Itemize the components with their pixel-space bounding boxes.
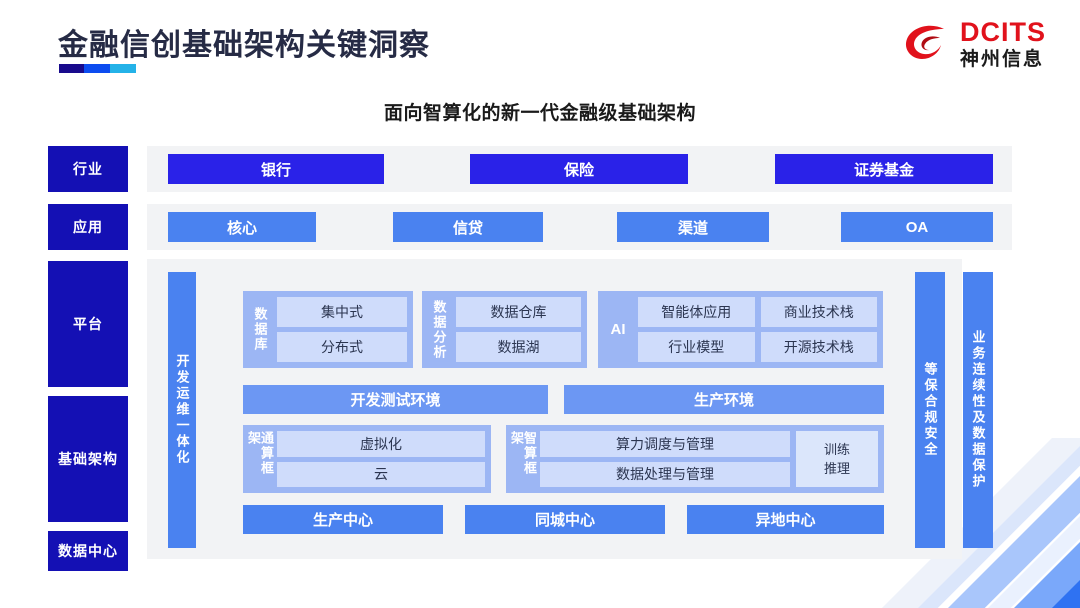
general-compute-cell-cloud[interactable]: 云 bbox=[277, 461, 485, 487]
ai-cell-industry-model[interactable]: 行业模型 bbox=[638, 332, 755, 362]
layer-label-datacenter: 数据中心 bbox=[48, 531, 128, 571]
industry-block-insurance[interactable]: 保险 bbox=[470, 154, 688, 184]
accent-segment-3 bbox=[110, 64, 136, 73]
general-compute-cell-virtualization[interactable]: 虚拟化 bbox=[277, 431, 485, 457]
layer-label-platform: 平台 bbox=[48, 261, 128, 387]
environment-bar-production[interactable]: 生产环境 bbox=[564, 385, 884, 414]
ai-cell-opensource-stack[interactable]: 开源技术栈 bbox=[760, 332, 877, 362]
data-analysis-cell-warehouse[interactable]: 数据仓库 bbox=[456, 297, 581, 327]
brand-logo: DCITS 神州信息 bbox=[900, 18, 1046, 70]
datacenter-bar-metro[interactable]: 同城中心 bbox=[465, 505, 665, 534]
application-block-core[interactable]: 核心 bbox=[168, 212, 316, 242]
infer-label: 推理 bbox=[823, 461, 850, 476]
datacenter-bar-remote[interactable]: 异地中心 bbox=[687, 505, 884, 534]
logo-text-cn: 神州信息 bbox=[960, 49, 1045, 70]
page-title: 金融信创基础架构关键洞察 bbox=[58, 29, 430, 62]
accent-segment-1 bbox=[59, 64, 84, 73]
dcits-swirl-icon bbox=[900, 18, 952, 70]
group-tag-data-analysis: 数据分析 bbox=[431, 299, 447, 360]
group-tag-database: 数据库 bbox=[252, 307, 268, 352]
ai-cell-commercial-stack[interactable]: 商业技术栈 bbox=[760, 297, 877, 327]
logo-text-en: DCITS bbox=[960, 17, 1046, 47]
application-block-channel[interactable]: 渠道 bbox=[617, 212, 769, 242]
platform-group-database: 数据库 集中式 分布式 bbox=[243, 291, 413, 368]
train-label: 训练 bbox=[823, 441, 850, 457]
data-analysis-cell-lake[interactable]: 数据湖 bbox=[456, 332, 581, 362]
group-tag-ai: AI bbox=[610, 321, 626, 338]
environment-bar-dev-test[interactable]: 开发测试环境 bbox=[243, 385, 548, 414]
group-tag-general-compute: 通算框架 bbox=[246, 431, 274, 476]
datacenter-bar-production[interactable]: 生产中心 bbox=[243, 505, 443, 534]
database-cell-centralized[interactable]: 集中式 bbox=[277, 297, 407, 327]
devops-vertical-bar[interactable]: 开发运维一体化 bbox=[168, 272, 196, 548]
intelligent-compute-cell-data-processing[interactable]: 数据处理与管理 bbox=[540, 461, 790, 487]
platform-group-ai: AI 智能体应用 行业模型 商业技术栈 开源技术栈 bbox=[598, 291, 883, 368]
industry-block-securities-fund[interactable]: 证券基金 bbox=[775, 154, 993, 184]
group-tag-intelligent-compute: 智算框架 bbox=[509, 431, 537, 476]
page-subtitle: 面向智算化的新一代金融级基础架构 bbox=[383, 103, 696, 124]
intelligent-compute-cell-train-infer[interactable]: 训练 推理 bbox=[796, 431, 878, 487]
layer-label-infrastructure: 基础架构 bbox=[48, 396, 128, 522]
platform-group-data-analysis: 数据分析 数据仓库 数据湖 bbox=[422, 291, 587, 368]
title-accent-bar bbox=[59, 64, 136, 73]
security-compliance-vertical-bar[interactable]: 等保合规安全 bbox=[915, 272, 945, 548]
ai-cell-agent-application[interactable]: 智能体应用 bbox=[638, 297, 755, 327]
accent-segment-2 bbox=[84, 64, 110, 73]
layer-label-application: 应用 bbox=[48, 204, 128, 250]
application-block-credit[interactable]: 信贷 bbox=[393, 212, 543, 242]
business-continuity-vertical-bar[interactable]: 业务连续性及数据保护 bbox=[963, 272, 993, 548]
layer-label-industry: 行业 bbox=[48, 146, 128, 192]
infra-group-intelligent-compute: 智算框架 算力调度与管理 数据处理与管理 训练 推理 bbox=[506, 425, 884, 493]
application-block-oa[interactable]: OA bbox=[841, 212, 993, 242]
intelligent-compute-cell-scheduling[interactable]: 算力调度与管理 bbox=[540, 431, 790, 457]
infra-group-general-compute: 通算框架 虚拟化 云 bbox=[243, 425, 491, 493]
database-cell-distributed[interactable]: 分布式 bbox=[277, 332, 407, 362]
industry-block-bank[interactable]: 银行 bbox=[168, 154, 384, 184]
